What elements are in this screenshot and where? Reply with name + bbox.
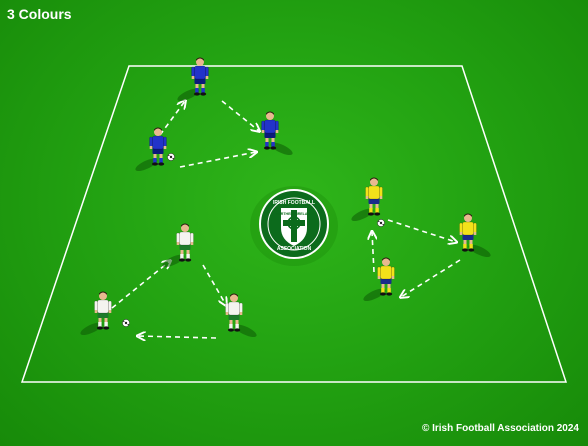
copyright-notice: © Irish Football Association 2024 [421, 423, 579, 434]
celtic-cross-shield-icon [281, 208, 307, 246]
white-player [162, 223, 194, 268]
players-layer [80, 57, 491, 338]
ifa-badge: IRISH FOOTBALL NORTHERN IRELAND ASSOCIAT… [250, 186, 338, 266]
blue-player [261, 111, 293, 156]
pass-arrow [202, 264, 226, 305]
blue-player [177, 57, 209, 102]
blue-group-arrows [159, 100, 259, 168]
pass-arrow [159, 101, 185, 136]
pass-arrow [179, 152, 256, 168]
pass-arrow [372, 232, 374, 273]
white-group-arrows [111, 261, 226, 338]
white-player [225, 293, 257, 338]
yellow-player [459, 213, 491, 258]
pass-arrow [138, 336, 217, 338]
pass-arrow [221, 100, 259, 131]
blue-player [135, 127, 167, 172]
white-player [80, 291, 112, 336]
badge-top-text: IRISH FOOTBALL [273, 200, 315, 206]
yellow-player [351, 177, 383, 222]
pass-arrow [401, 259, 461, 297]
pass-arrow [387, 219, 456, 242]
yellow-group-arrows [372, 219, 461, 297]
football-icon [122, 319, 130, 327]
pitch-boundary [20, 65, 568, 383]
football-icon [377, 219, 385, 227]
badge-bottom-text: ASSOCIATION [277, 246, 312, 252]
pass-arrow [111, 261, 170, 309]
diagram-title: 3 Colours [7, 6, 72, 22]
badge-middle-text: NORTHERN IRELAND [275, 212, 313, 216]
football-icon [167, 153, 175, 161]
yellow-player [363, 257, 395, 302]
